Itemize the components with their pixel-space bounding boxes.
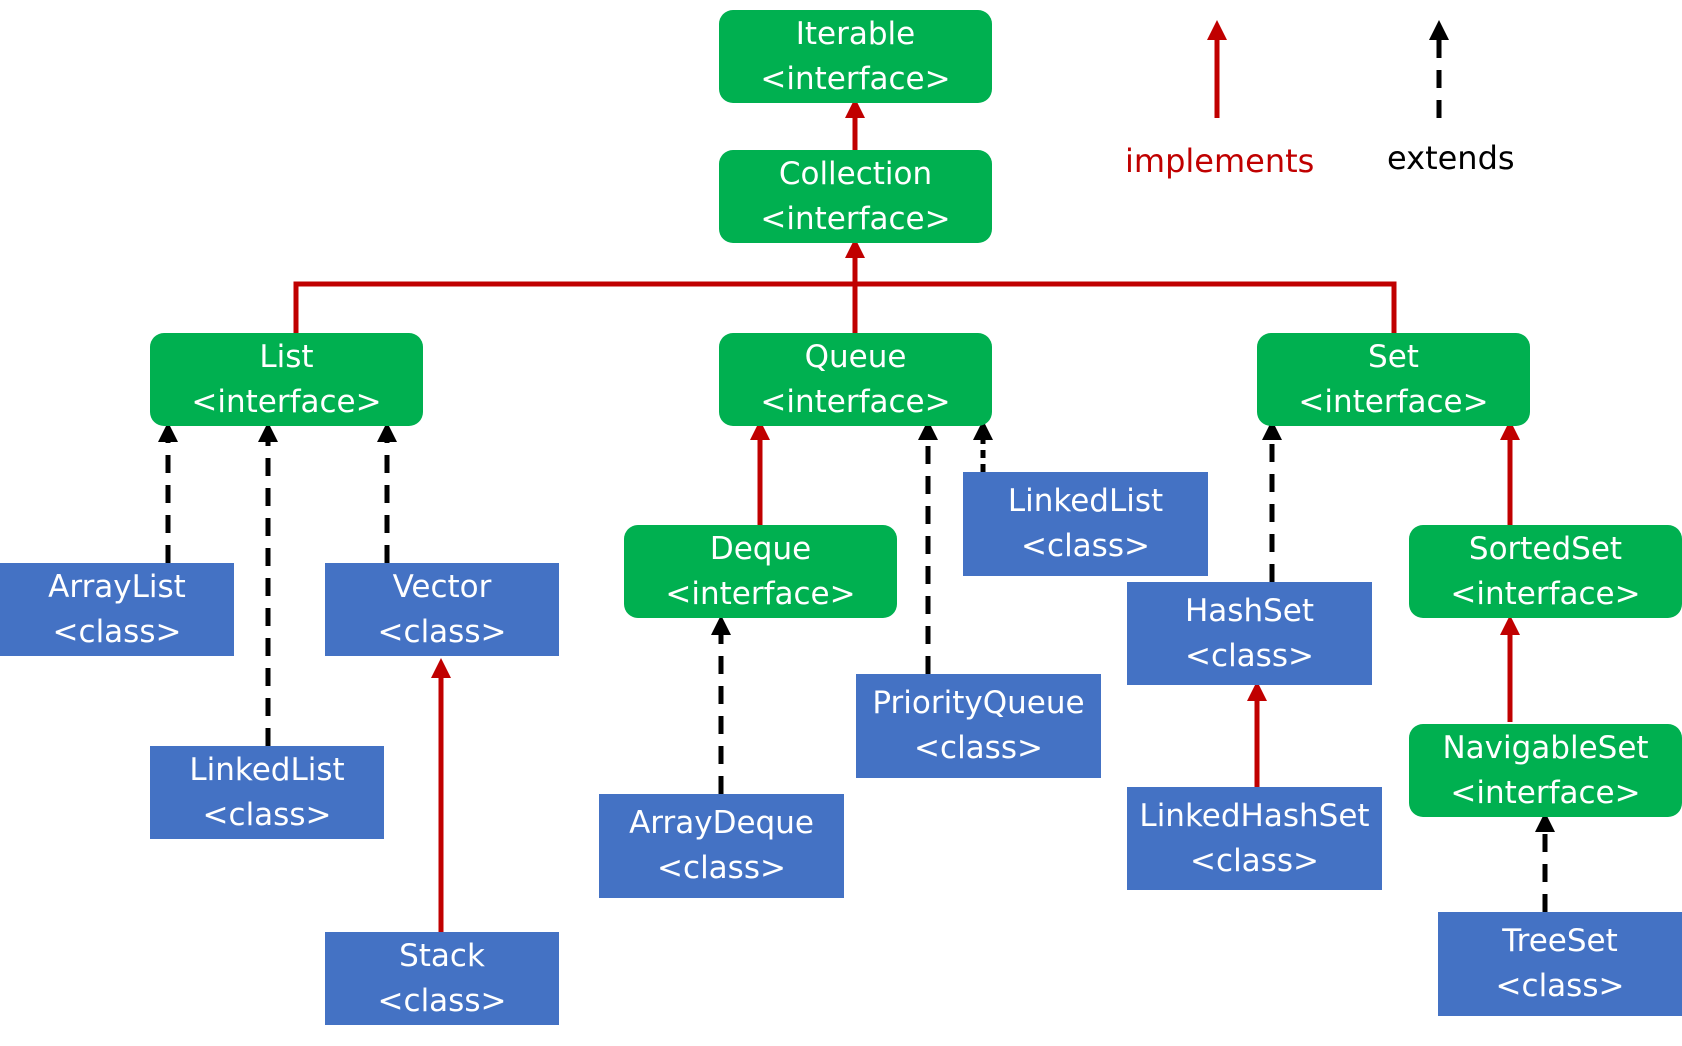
node-arraydeque-kind: <class> xyxy=(657,850,786,886)
legend-implements-label: implements xyxy=(1125,142,1315,180)
node-sortedset-kind: <interface> xyxy=(1450,575,1641,612)
node-treeset-name: TreeSet xyxy=(1502,923,1618,959)
node-arraylist-name: ArrayList xyxy=(48,568,186,605)
node-iterable-kind: <interface> xyxy=(760,60,951,97)
node-linkedlist-queue-name: LinkedList xyxy=(1007,483,1164,519)
node-navigableset: NavigableSet <interface> xyxy=(1409,724,1682,817)
node-navigableset-kind: <interface> xyxy=(1450,774,1641,811)
node-hashset: HashSet <class> xyxy=(1127,582,1372,685)
node-sortedset: SortedSet <interface> xyxy=(1409,525,1682,618)
node-set-kind: <interface> xyxy=(1298,383,1489,420)
node-deque-name: Deque xyxy=(709,530,812,567)
node-queue-kind: <interface> xyxy=(760,383,951,420)
node-hashset-name: HashSet xyxy=(1184,592,1314,629)
node-linkedlist-list-name: LinkedList xyxy=(189,751,345,788)
node-linkedlist-list: LinkedList <class> xyxy=(150,746,384,839)
node-set-name: Set xyxy=(1368,338,1419,375)
node-queue-name: Queue xyxy=(804,338,907,375)
node-iterable-name: Iterable xyxy=(795,15,916,52)
node-list-kind: <interface> xyxy=(191,383,382,420)
node-stack: Stack <class> xyxy=(325,932,559,1025)
node-vector-kind: <class> xyxy=(377,613,507,650)
edge-list-collection xyxy=(293,281,1397,333)
node-priorityqueue-name: PriorityQueue xyxy=(872,685,1085,721)
node-iterable: Iterable <interface> xyxy=(719,10,992,103)
node-list-name: List xyxy=(259,338,314,375)
node-hashset-kind: <class> xyxy=(1185,637,1314,674)
node-list: List <interface> xyxy=(150,333,423,426)
node-deque-kind: <interface> xyxy=(665,575,856,612)
node-stack-name: Stack xyxy=(399,937,485,974)
node-vector-name: Vector xyxy=(392,568,492,605)
node-queue: Queue <interface> xyxy=(719,333,992,426)
node-linkedhashset-name: LinkedHashSet xyxy=(1139,797,1370,834)
node-arraydeque-name: ArrayDeque xyxy=(629,805,814,841)
node-linkedlist-list-kind: <class> xyxy=(202,796,332,833)
node-deque: Deque <interface> xyxy=(624,525,897,618)
node-linkedlist-queue-kind: <class> xyxy=(1021,528,1150,564)
node-arraylist-kind: <class> xyxy=(52,613,182,650)
node-priorityqueue-kind: <class> xyxy=(914,730,1043,766)
legend-extends-label: extends xyxy=(1387,139,1515,177)
node-stack-kind: <class> xyxy=(377,982,507,1019)
node-collection-kind: <interface> xyxy=(760,200,951,237)
node-arraylist: ArrayList <class> xyxy=(0,563,234,656)
node-vector: Vector <class> xyxy=(325,563,559,656)
node-collection: Collection <interface> xyxy=(719,150,992,243)
node-linkedlist-queue: LinkedList <class> xyxy=(963,472,1208,576)
node-linkedhashset: LinkedHashSet <class> xyxy=(1127,787,1382,890)
node-linkedhashset-kind: <class> xyxy=(1190,842,1319,879)
node-priorityqueue: PriorityQueue <class> xyxy=(856,674,1101,778)
node-treeset-kind: <class> xyxy=(1495,968,1625,1004)
node-arraydeque: ArrayDeque <class> xyxy=(599,794,844,898)
node-sortedset-name: SortedSet xyxy=(1468,530,1623,567)
node-treeset: TreeSet <class> xyxy=(1438,912,1682,1016)
node-collection-name: Collection xyxy=(778,155,933,192)
node-set: Set <interface> xyxy=(1257,333,1530,426)
node-navigableset-name: NavigableSet xyxy=(1442,729,1649,766)
